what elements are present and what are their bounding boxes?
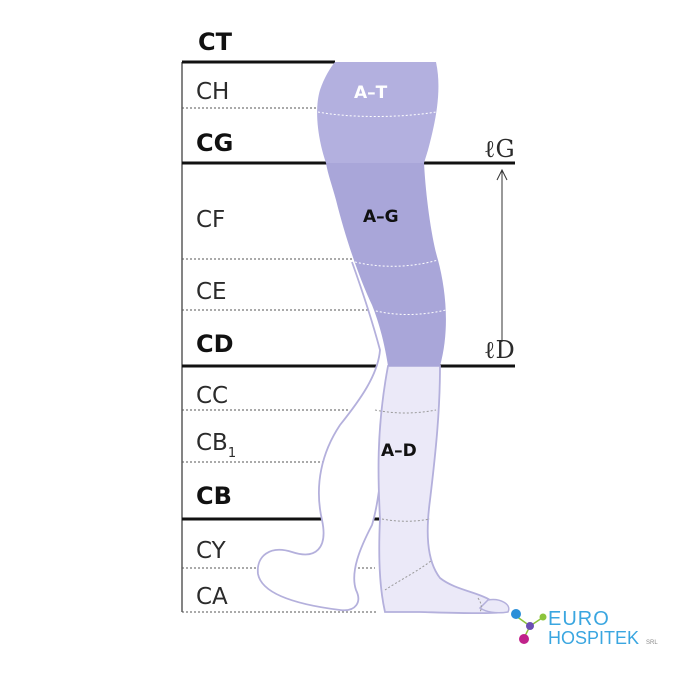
contour-cy xyxy=(384,559,433,591)
logo-line1: EURO xyxy=(548,608,610,630)
label-cb1: CB1 xyxy=(196,430,236,461)
label-cf: CF xyxy=(196,207,225,233)
contour-cc xyxy=(374,409,437,414)
label-ch: CH xyxy=(196,79,229,105)
zone-label-ag: A–G xyxy=(363,207,399,227)
zone-label-ad: A–D xyxy=(381,441,417,461)
contour-ch xyxy=(317,111,437,117)
contour-cd xyxy=(371,309,447,315)
logo-line2: HOSPITEK xyxy=(548,628,639,648)
label-ca: CA xyxy=(196,584,228,610)
logo-molecule-icon xyxy=(511,609,547,644)
label-cb: CB xyxy=(196,482,232,510)
label-cg: CG xyxy=(196,129,233,157)
contour-toe xyxy=(477,597,482,613)
length-label-lg: ℓG xyxy=(484,135,515,163)
label-cb1-subscript: 1 xyxy=(228,446,236,461)
label-ct: CT xyxy=(198,28,233,56)
contour-ce xyxy=(354,259,439,267)
stocking-thigh-shape xyxy=(326,163,446,366)
logo-suffix: SRL xyxy=(646,640,658,646)
contour-cb xyxy=(381,518,431,522)
euro-hospitek-logo: EURO HOSPITEK SRL xyxy=(511,608,658,648)
length-arrow-head xyxy=(496,168,508,181)
label-ce: CE xyxy=(196,279,227,305)
toe-shape xyxy=(478,598,510,614)
stocking-hip-shape xyxy=(317,62,439,163)
label-cb1-main: CB xyxy=(196,430,228,456)
label-cy: CY xyxy=(196,538,227,564)
stocking-lower-shape xyxy=(377,365,507,615)
label-cd: CD xyxy=(196,330,234,358)
label-cc: CC xyxy=(196,383,228,409)
length-label-ld: ℓD xyxy=(484,336,515,364)
zone-label-at: A–T xyxy=(354,83,388,103)
